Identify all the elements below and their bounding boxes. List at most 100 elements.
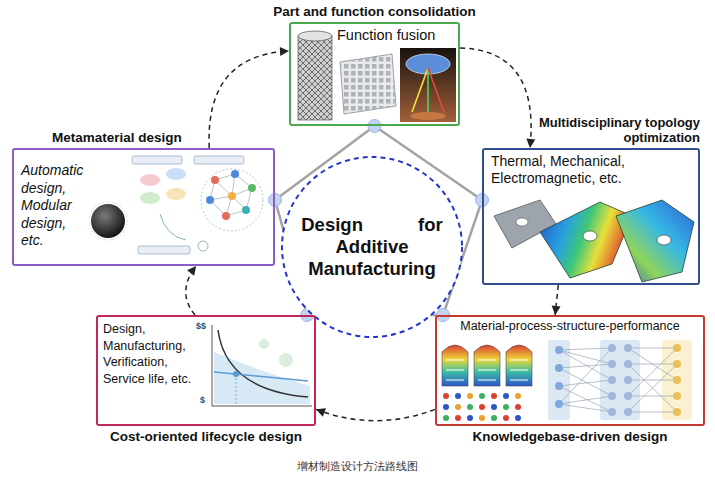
dashed-arrow-path (186, 266, 196, 315)
dashed-arrow-path (460, 48, 531, 148)
box-text: Thermal, Mechanical, Electromagnetic, et… (491, 153, 669, 187)
flow-arrow (209, 47, 289, 148)
metamaterial-workflow-part (242, 206, 250, 214)
metamaterial-workflow-part (166, 188, 186, 200)
metamaterial-sphere-part (91, 204, 125, 238)
neural-network-part (624, 408, 632, 416)
cost-chart-part (233, 371, 239, 377)
sample-dots-part (503, 415, 509, 421)
topology-box: Multidisciplinary topology optimizationT… (482, 148, 700, 285)
metamaterial-workflow (132, 156, 263, 254)
metamaterial-workflow-part (160, 214, 186, 240)
chip-array (340, 54, 396, 114)
arrow-head (526, 139, 535, 148)
metamaterial-workflow-part (210, 174, 252, 216)
metamaterial-box: Metamaterial designAutomatic design, Mod… (12, 148, 275, 266)
sample-dots-part (455, 415, 461, 421)
box-heading: Multidisciplinary topology optimization (528, 116, 700, 146)
flow-arrow (460, 48, 535, 148)
arrow-head (316, 408, 326, 416)
cost-chart-part (259, 339, 269, 349)
neural-network-part (559, 348, 677, 412)
vertex-dot (368, 120, 381, 133)
neural-network-part (673, 392, 681, 400)
antenna-dish (400, 48, 456, 122)
neural-network-part (624, 344, 632, 352)
sample-dots-part (479, 393, 485, 399)
sample-dots-part (443, 415, 449, 421)
neural-network-part (555, 382, 563, 390)
box-heading: Knowledgebase-driven design (472, 429, 667, 445)
metamaterial-workflow-part (132, 156, 182, 164)
sample-dots-part (491, 393, 497, 399)
chip-array-part (340, 54, 396, 114)
box-heading: Part and function consolidation (273, 4, 476, 20)
cost-chart-part (212, 325, 312, 406)
box-heading: Cost-oriented lifecycle design (110, 429, 302, 445)
neural-network-part (608, 376, 616, 384)
arrow-head (187, 266, 196, 276)
lifecycle-box: Design, Manufacturing, Verification, Ser… (96, 315, 316, 426)
metamaterial-workflow-part (201, 169, 263, 231)
neural-network-part (624, 360, 632, 368)
neural-network-part (673, 408, 681, 416)
sample-dots-part (503, 393, 509, 399)
neural-network-part (608, 344, 616, 352)
antenna-dish-part (410, 112, 446, 120)
neural-network-part (555, 364, 563, 372)
function-box: Part and function consolidationFunction … (289, 22, 460, 126)
metamaterial-workflow-part (198, 241, 208, 251)
sample-dots-part (515, 404, 521, 410)
flow-arrow (186, 266, 196, 315)
neural-network-part (673, 344, 681, 352)
neural-network-part (624, 392, 632, 400)
cost-chart-part (218, 330, 308, 397)
lattice-cylinder-part (298, 36, 332, 120)
sample-dots-part (455, 393, 461, 399)
chip-array-part (340, 54, 396, 114)
sample-dots-part (467, 415, 473, 421)
sample-dots-part (467, 404, 473, 410)
dashed-circle (282, 157, 462, 337)
sample-dots-part (479, 404, 485, 410)
topology-bracket (494, 200, 694, 282)
center-circle: Design for Additive Manufacturing (280, 155, 464, 339)
metamaterial-workflow-part (211, 176, 219, 184)
lattice-cylinder-part (298, 36, 332, 120)
metamaterial-sphere-part (89, 202, 127, 240)
metamaterial-workflow-part (248, 184, 256, 192)
neural-network (548, 340, 692, 420)
cost-chart-part (214, 372, 308, 381)
antenna-dish-part (427, 68, 429, 116)
lattice-cylinder (298, 31, 332, 120)
neural-network-part (608, 392, 616, 400)
lattice-columns-part (446, 360, 528, 380)
neural-network-part (555, 346, 563, 354)
antenna-dish-part (428, 68, 444, 112)
sample-dots-part (515, 415, 521, 421)
vertex-dot (269, 193, 282, 206)
antenna-dish-part (400, 48, 456, 122)
metamaterial-workflow-part (140, 192, 160, 204)
arrow-head (280, 47, 289, 56)
dashed-arrow-path (209, 51, 289, 148)
box-text: Automatic design, Modular design, etc. (21, 162, 89, 250)
neural-network-part (673, 376, 681, 384)
metamaterial-workflow-part (166, 168, 186, 180)
cost-chart (212, 325, 312, 406)
metamaterial-workflow-part (140, 174, 160, 186)
dashed-arrow-path (316, 409, 435, 420)
arrow-head (552, 306, 561, 315)
sample-dots-part (479, 415, 485, 421)
neural-network-part (608, 408, 616, 416)
sample-dots (443, 393, 521, 421)
sample-dots-part (503, 404, 509, 410)
sample-dots-part (491, 404, 497, 410)
lattice-cylinder-part (298, 31, 332, 41)
axis-label: $ (200, 395, 205, 405)
topology-bracket-part (616, 200, 694, 282)
neural-network-part (673, 360, 681, 368)
sample-dots-part (443, 393, 449, 399)
neural-network-part (624, 376, 632, 384)
